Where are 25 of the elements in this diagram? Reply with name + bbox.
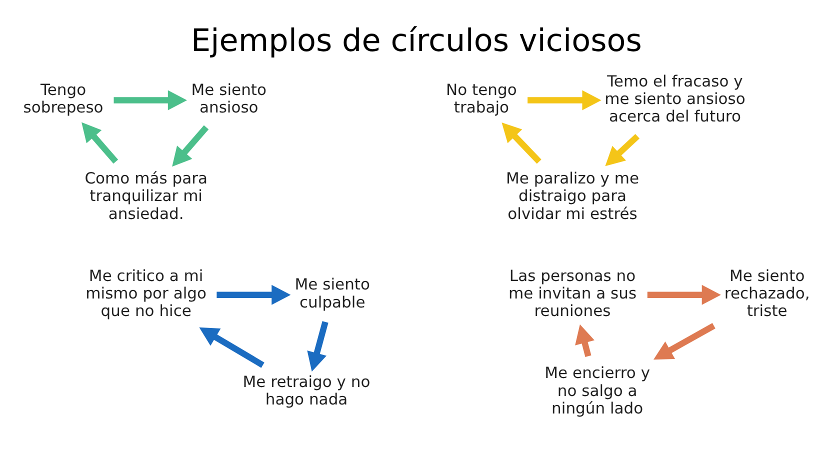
node-text: Como más para tranquilizar mi ansiedad. — [84, 170, 208, 223]
node-text: Me siento culpable — [294, 276, 370, 312]
arrow — [605, 134, 640, 166]
node-text: Me paralizo y me distraigo para olvidar mi estrés — [506, 170, 640, 223]
arrow — [647, 284, 721, 305]
arrow — [114, 90, 188, 110]
node-text: Me encierro y no salgo a ningún lado — [544, 364, 650, 418]
arrow — [172, 125, 209, 167]
arrow — [528, 90, 602, 110]
node-text: Me retraigo y no hago nada — [242, 372, 370, 409]
node-text: Me siento ansioso — [191, 81, 267, 117]
arrow — [307, 321, 328, 372]
arrow — [654, 323, 716, 360]
node-text: Me siento rechazado, triste — [724, 266, 810, 320]
arrow — [575, 324, 594, 357]
diagram-title: Ejemplos de círculos viciosos — [191, 23, 642, 60]
node-text: Temo el fracaso y me siento ansioso acerca del futuro — [604, 72, 746, 126]
arrow — [82, 122, 118, 164]
arrow — [216, 284, 291, 305]
node-text: Tengo sobrepeso — [23, 81, 104, 117]
arrow — [199, 327, 264, 368]
arrow — [502, 122, 542, 164]
node-text: Las personas no me invitan a sus reuniones — [508, 266, 637, 320]
node-text: No tengo trabajo — [446, 81, 517, 117]
node-text: Me critico a mi mismo por algo que no hice — [86, 266, 207, 320]
